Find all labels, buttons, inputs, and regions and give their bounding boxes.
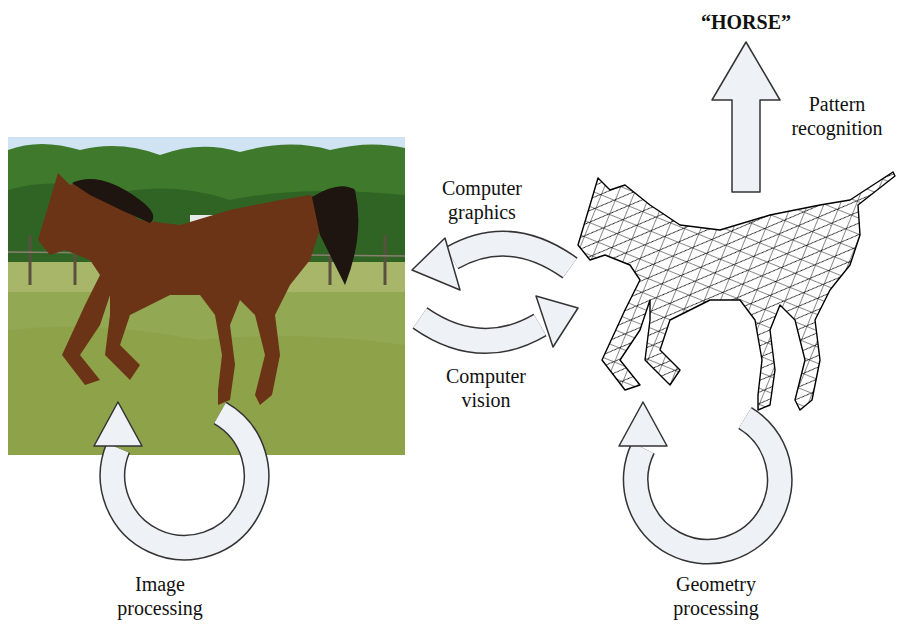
- horse-mesh: [578, 172, 895, 410]
- arrow-label: Pattern recognition: [781, 92, 893, 140]
- horse-photo: [8, 137, 405, 455]
- hollow-arrows: [94, 42, 780, 552]
- output-label: “HORSE”: [676, 10, 816, 34]
- arrow-label: Geometry processing: [660, 572, 772, 620]
- arrow-label: Image processing: [105, 572, 215, 620]
- arrow-label: Computer vision: [434, 364, 538, 412]
- arrow-label: Computer graphics: [430, 176, 534, 224]
